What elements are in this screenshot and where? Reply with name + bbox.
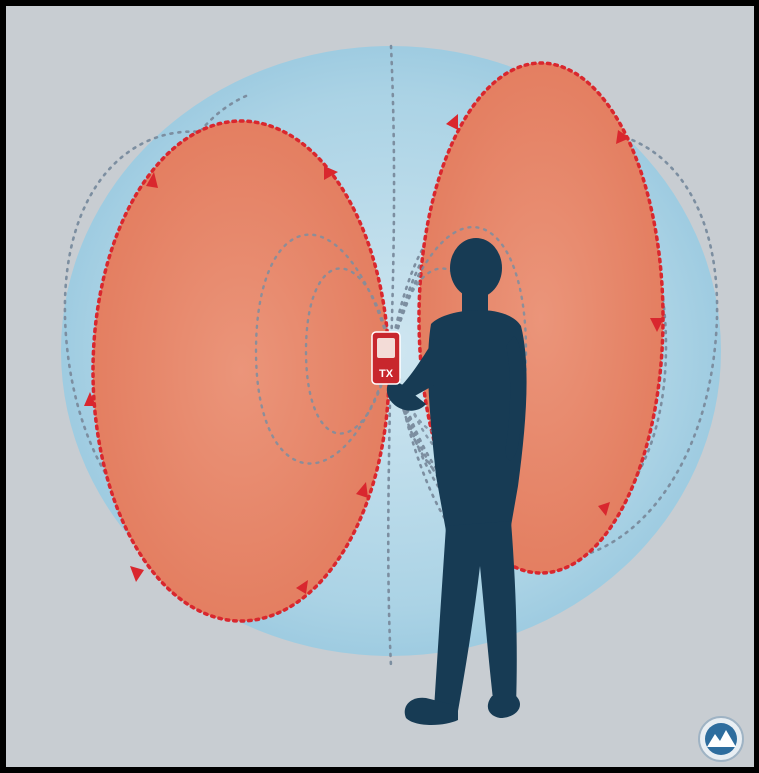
device-label: TX [379, 368, 394, 380]
magnetic-field-diagram: TX [6, 6, 754, 767]
arrow-left-bottom [130, 566, 144, 582]
diagram-panel: TX [6, 6, 754, 767]
logo-badge [699, 717, 743, 761]
transmitter-device: TX [372, 332, 400, 384]
